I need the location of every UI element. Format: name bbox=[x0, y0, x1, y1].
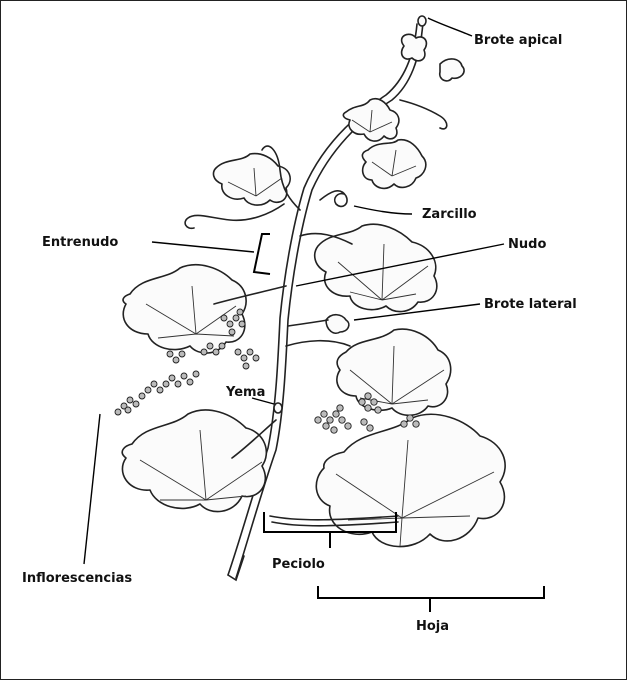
label-entrenudo: Entrenudo bbox=[42, 235, 118, 250]
bud-yema-shape bbox=[274, 403, 282, 413]
leaf-apical-2 bbox=[440, 59, 464, 81]
label-peciolo: Peciolo bbox=[272, 557, 325, 572]
tendril-zarcillo bbox=[320, 191, 347, 207]
leaf-mid-left bbox=[123, 265, 246, 353]
apical-bud-shape bbox=[418, 16, 426, 26]
bracket-hoja bbox=[318, 586, 544, 612]
leader-zarcillo bbox=[354, 206, 412, 214]
leader-inflorescencias bbox=[84, 414, 100, 564]
stem-lateral bbox=[288, 320, 328, 326]
label-hoja: Hoja bbox=[416, 619, 449, 634]
label-yema: Yema bbox=[225, 385, 265, 400]
leaf-lateral-shoot bbox=[326, 315, 349, 334]
label-brote-apical: Brote apical bbox=[474, 33, 562, 48]
bracket-entrenudo bbox=[254, 234, 270, 274]
label-zarcillo: Zarcillo bbox=[422, 207, 477, 222]
leader-entrenudo bbox=[152, 242, 254, 252]
label-nudo: Nudo bbox=[508, 237, 546, 252]
leaf-apical-1 bbox=[402, 34, 427, 61]
label-brote-lateral: Brote lateral bbox=[484, 297, 577, 312]
tendril-right-upper bbox=[400, 100, 447, 129]
label-inflorescencias: Inflorescencias bbox=[22, 571, 132, 586]
stem-to-lower-right-mid bbox=[286, 341, 350, 346]
leader-brote-apical bbox=[428, 18, 472, 36]
